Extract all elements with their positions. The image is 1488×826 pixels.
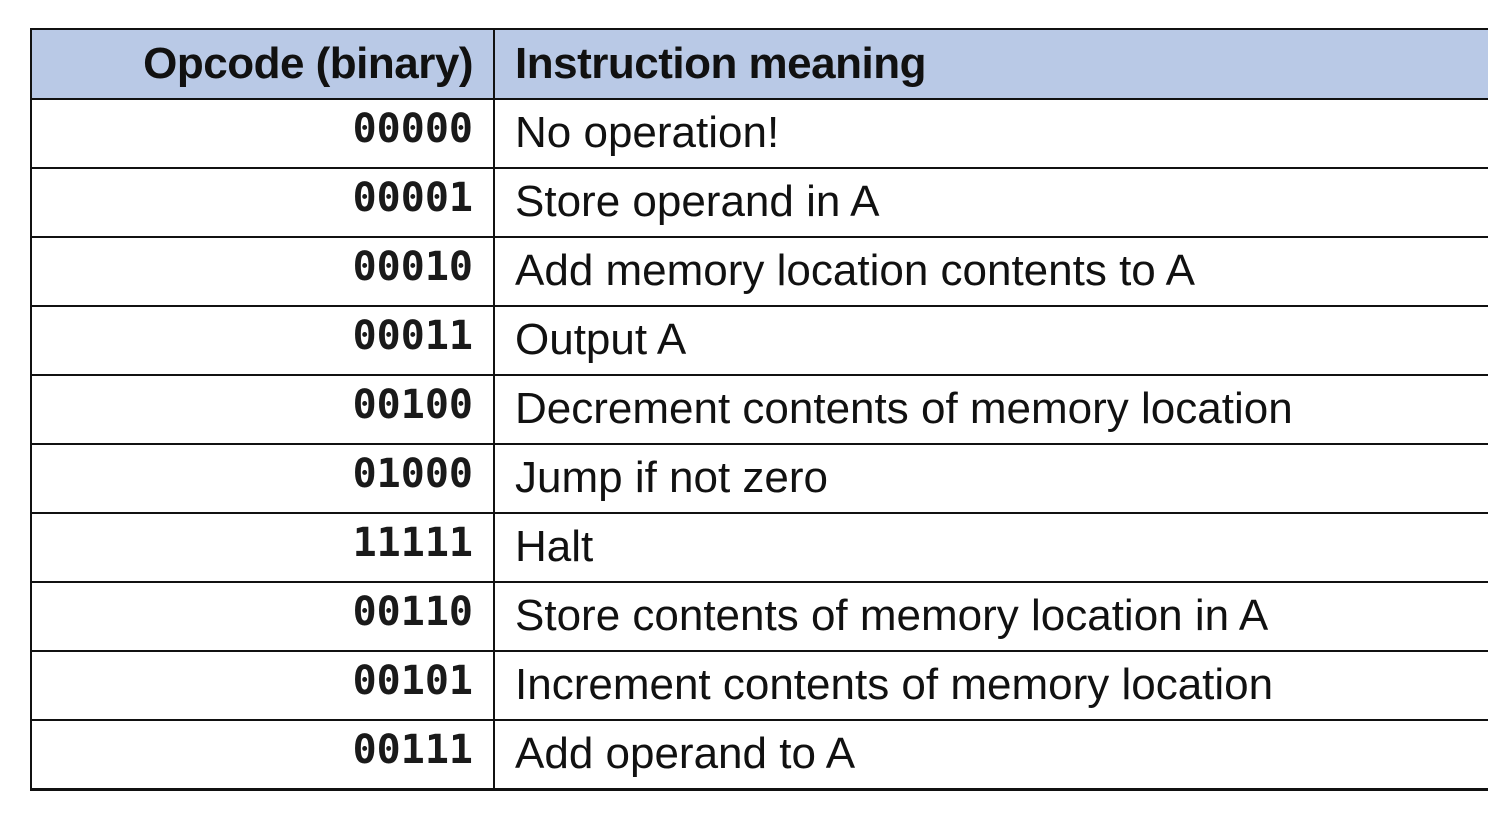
- table-row: 01000 Jump if not zero: [30, 444, 1488, 514]
- opcode-cell: 00001: [30, 168, 495, 238]
- opcode-cell: 00000: [30, 99, 495, 169]
- meaning-cell: Halt: [494, 513, 1488, 583]
- table-row: 00011 Output A: [30, 306, 1488, 376]
- opcode-table: Opcode (binary) Instruction meaning 0000…: [30, 28, 1488, 791]
- table-header: Opcode (binary) Instruction meaning: [30, 28, 1488, 100]
- meaning-cell: Increment contents of memory location: [494, 651, 1488, 721]
- opcode-cell: 01000: [30, 444, 495, 514]
- opcode-cell: 00111: [30, 720, 495, 789]
- table-row: 00001 Store operand in A: [30, 168, 1488, 238]
- table-row: 00111 Add operand to A: [30, 720, 1488, 789]
- table-row: 00110 Store contents of memory location …: [30, 582, 1488, 652]
- opcode-cell: 00101: [30, 651, 495, 721]
- meaning-cell: Add memory location contents to A: [494, 237, 1488, 307]
- meaning-cell: Add operand to A: [515, 729, 856, 778]
- meaning-cell: Jump if not zero: [494, 444, 1488, 514]
- table-body: 00000 No operation! 00001 Store operand …: [30, 99, 1488, 789]
- meaning-cell: Store contents of memory location in A: [494, 582, 1488, 652]
- meaning-cell: Decrement contents of memory location: [494, 375, 1488, 445]
- opcode-cell: 00011: [30, 306, 495, 376]
- table-row: 11111 Halt: [30, 513, 1488, 583]
- opcode-cell: 00100: [30, 375, 495, 445]
- header-meaning: Instruction meaning: [494, 28, 1488, 100]
- opcode-cell: 00110: [30, 582, 495, 652]
- meaning-cell: Store operand in A: [494, 168, 1488, 238]
- header-row: Opcode (binary) Instruction meaning: [30, 28, 1488, 100]
- meaning-cell: Output A: [494, 306, 1488, 376]
- table-row: 00000 No operation!: [30, 99, 1488, 169]
- opcode-cell: 00010: [30, 237, 495, 307]
- opcode-cell: 11111: [30, 513, 495, 583]
- header-opcode: Opcode (binary): [30, 28, 495, 100]
- opcode-table-container: Opcode (binary) Instruction meaning 0000…: [30, 28, 1488, 791]
- table-row: 00010 Add memory location contents to A: [30, 237, 1488, 307]
- table-row: 00101 Increment contents of memory locat…: [30, 651, 1488, 721]
- table-row: 00100 Decrement contents of memory locat…: [30, 375, 1488, 445]
- meaning-cell: No operation!: [494, 99, 1488, 169]
